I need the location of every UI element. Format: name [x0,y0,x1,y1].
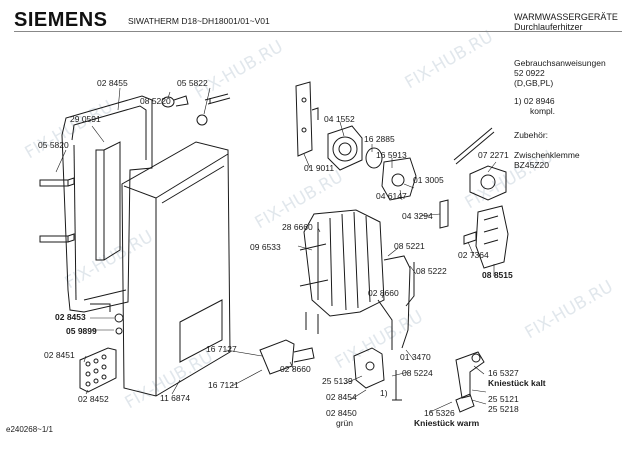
part-label: 25 5121 [488,394,519,404]
fittings [260,340,484,412]
part-label: 08 5224 [402,368,433,378]
part-label: 04 1552 [324,114,355,124]
category-subtitle: Durchlauferhitzer [514,22,583,32]
part-label: 04 6147 [376,191,407,201]
part-note: grün [336,418,354,428]
part-label: 16 5326 [424,408,455,418]
part-label: 16 2885 [364,134,395,144]
fasteners [115,94,230,334]
part-label: 08 5220 [140,96,171,106]
part-label: 08 5221 [394,241,425,251]
part-label: 08 5222 [416,266,447,276]
mounting-bracket [296,82,318,156]
part-label: 02 8453 [55,312,86,322]
back-panel [62,96,152,312]
pressure-switch [328,126,448,228]
model-title: SIWATHERM D18~DH18001/01~V01 [128,16,270,26]
part-label: 16 5913 [376,150,407,160]
part-label: 01 3005 [413,175,444,185]
document-id: e240268~1/1 [6,425,53,434]
part-label: 28 6660 [282,222,313,232]
part-label: 25 5218 [488,404,519,414]
category-title: WARMWASSERGERÄTE [514,12,618,22]
part-label: 01 9011 [304,163,335,173]
part-label: 08 8515 [482,270,513,280]
part-label: 04 3294 [402,211,433,221]
pipes [378,256,414,350]
part-label: 16 5327 [488,368,519,378]
part-label: 02 8451 [44,350,75,360]
accessory-item: Zwischenklemme [514,150,580,160]
terminal-block [80,348,116,392]
part-label: 05 5822 [177,78,208,88]
part-label: 02 8452 [78,394,109,404]
part-label: 02 8660 [368,288,399,298]
manual-languages: (D,GB,PL) [514,78,554,88]
part-label: 25 5139 [322,376,353,386]
part-label: 16 7127 [206,344,237,354]
part-label: 29 0591 [70,114,101,124]
part-label: 02 8455 [97,78,128,88]
front-cover [122,142,230,396]
accessory-title: Zubehör: [514,130,549,140]
part-label: 05 5820 [38,140,69,150]
part-label: 07 2271 [478,150,509,160]
part-label: 02 8450 [326,408,357,418]
controller [454,128,508,268]
part-label: 02 8660 [280,364,311,374]
footnote-part: 1) 02 8946 [514,96,555,106]
side-rails [40,178,74,242]
heating-element [300,210,384,334]
brand-logo: SIEMENS [14,9,108,31]
part-label: 09 6533 [250,242,281,252]
part-label: 05 9899 [66,326,97,336]
part-label: 16 7121 [208,380,239,390]
footnote-marker: 1) [380,388,388,398]
header-divider [14,31,622,32]
part-note: Kniestück warm [414,418,480,428]
part-label: 01 3470 [400,352,431,362]
part-label: 02 7364 [458,250,489,260]
part-label: 02 8454 [326,392,357,402]
part-note: Kniestück kalt [488,378,546,388]
footnote-complete: kompl. [530,106,556,116]
leader-lines [56,88,496,412]
manual-number: 52 0922 [514,68,545,78]
manual-label: Gebrauchsanweisungen [514,58,606,68]
part-label: 11 6874 [160,393,191,403]
accessory-code: BZ45Z20 [514,160,549,170]
